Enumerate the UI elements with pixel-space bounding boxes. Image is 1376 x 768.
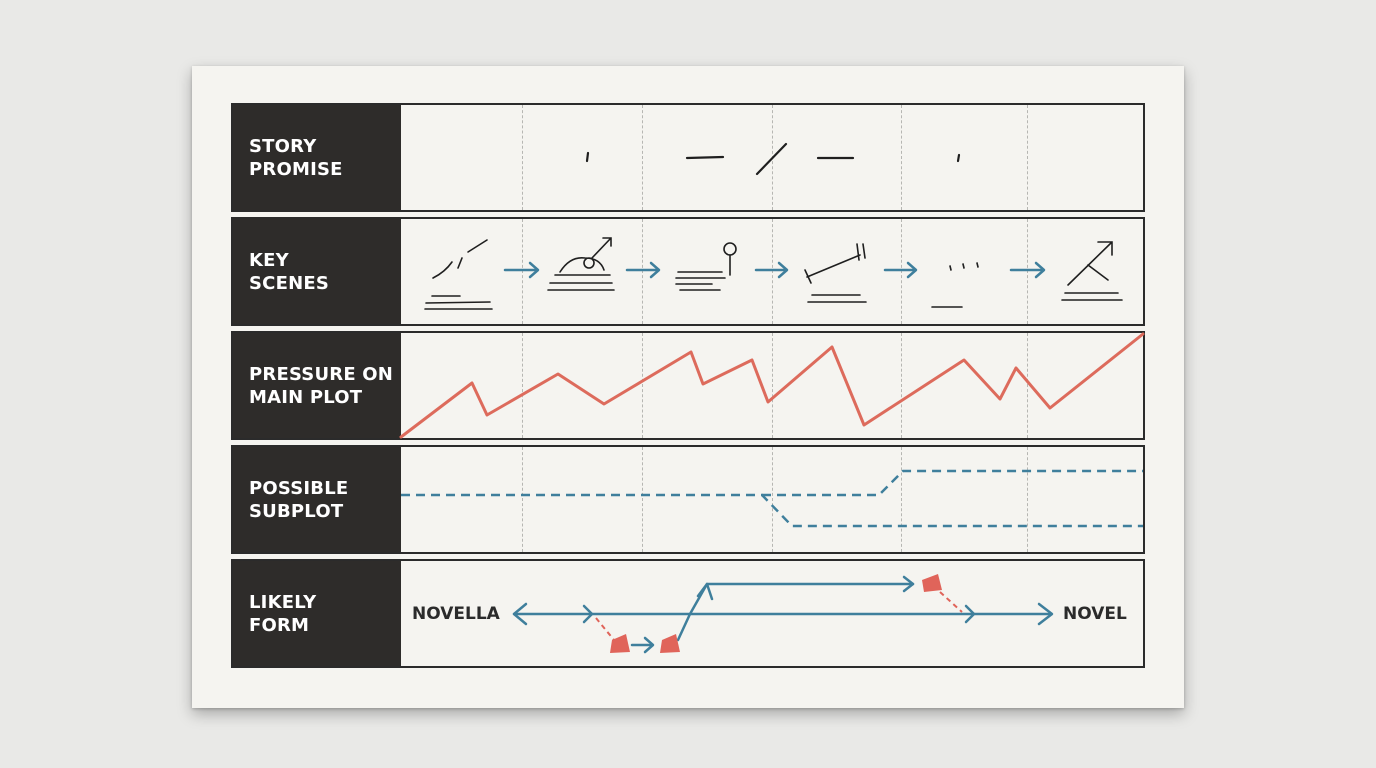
column-divider — [772, 219, 773, 324]
column-divider — [522, 447, 523, 552]
column-divider — [772, 447, 773, 552]
row-label-line: PRESSURE ON — [249, 363, 394, 385]
novella-label: NOVELLA — [412, 604, 500, 624]
column-divider — [901, 333, 902, 438]
row-label-line: LIKELY — [249, 591, 317, 613]
row-content-area — [401, 561, 1143, 666]
row-label-line: MAIN PLOT — [249, 386, 363, 408]
column-divider — [901, 447, 902, 552]
row-content-area — [401, 447, 1143, 552]
row-content-area — [401, 333, 1143, 438]
column-divider — [522, 219, 523, 324]
row-label-line: STORY — [249, 135, 317, 157]
row-label-subplot: POSSIBLE SUBPLOT — [233, 447, 401, 552]
row-key-scenes: KEY SCENES — [231, 217, 1145, 326]
column-divider — [522, 105, 523, 210]
column-divider — [772, 333, 773, 438]
row-content-area — [401, 219, 1143, 324]
column-divider — [1027, 105, 1028, 210]
row-label-line: SCENES — [249, 272, 329, 294]
row-possible-subplot: POSSIBLE SUBPLOT — [231, 445, 1145, 554]
row-label-line: KEY — [249, 249, 289, 271]
row-label-line: SUBPLOT — [249, 500, 344, 522]
column-divider — [642, 333, 643, 438]
row-label-story-promise: STORY PROMISE — [233, 105, 401, 210]
row-likely-form: LIKELY FORM — [231, 559, 1145, 668]
column-divider — [642, 447, 643, 552]
column-divider — [522, 333, 523, 438]
row-content-area — [401, 105, 1143, 210]
row-label-key-scenes: KEY SCENES — [233, 219, 401, 324]
row-label-form: LIKELY FORM — [233, 561, 401, 666]
column-divider — [642, 219, 643, 324]
column-divider — [772, 105, 773, 210]
novel-label: NOVEL — [1063, 604, 1127, 624]
column-divider — [901, 105, 902, 210]
column-divider — [1027, 333, 1028, 438]
column-divider — [1027, 219, 1028, 324]
column-divider — [642, 105, 643, 210]
row-story-promise: STORY PROMISE — [231, 103, 1145, 212]
row-label-pressure: PRESSURE ON MAIN PLOT — [233, 333, 401, 438]
row-label-line: POSSIBLE — [249, 477, 349, 499]
row-pressure-main-plot: PRESSURE ON MAIN PLOT — [231, 331, 1145, 440]
column-divider — [901, 219, 902, 324]
row-label-line: FORM — [249, 614, 310, 636]
row-label-line: PROMISE — [249, 158, 343, 180]
column-divider — [1027, 447, 1028, 552]
